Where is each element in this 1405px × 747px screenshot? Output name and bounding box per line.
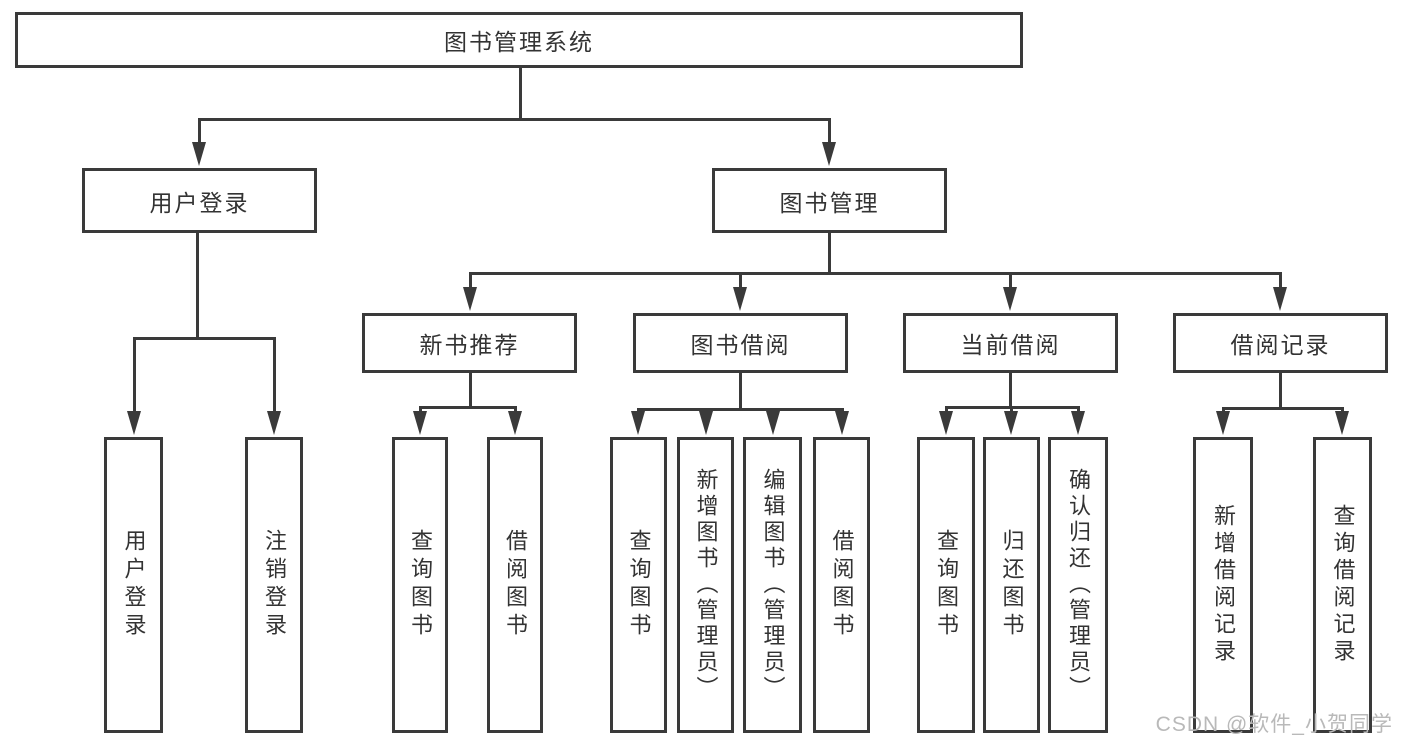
connector-line (132, 337, 136, 417)
leaf-borrow-books: 借阅图书 (813, 437, 870, 733)
arrowhead-down-icon (835, 411, 849, 435)
leaf-add-borrow-record: 新增借阅记录 (1193, 437, 1253, 733)
arrowhead-down-icon (1216, 411, 1230, 435)
leaf-query-books-current: 查询图书 (917, 437, 975, 733)
arrowhead-down-icon (508, 411, 522, 435)
connector-line (132, 337, 276, 340)
node-current-borrowing: 当前借阅 (903, 313, 1118, 373)
connector-line (418, 406, 517, 409)
connector-line (197, 118, 831, 121)
arrowhead-down-icon (766, 411, 780, 435)
connector-line (827, 233, 831, 275)
connector-line (195, 233, 199, 340)
leaf-query-books-recommend: 查询图书 (392, 437, 448, 733)
arrowhead-down-icon (192, 142, 206, 166)
csdn-watermark: CSDN @软件_小贺同学 (1155, 713, 1393, 736)
leaf-confirm-return-admin: 确认归还（管理员） (1048, 437, 1108, 733)
leaf-query-borrow-record: 查询借阅记录 (1313, 437, 1372, 733)
node-borrow-records: 借阅记录 (1173, 313, 1388, 373)
leaf-user-login: 用户登录 (104, 437, 163, 733)
connector-line (1278, 373, 1282, 410)
connector-line (468, 272, 1282, 275)
leaf-query-books-borrowing: 查询图书 (610, 437, 667, 733)
connector-line (738, 272, 742, 293)
arrowhead-down-icon (699, 411, 713, 435)
leaf-return-books: 归还图书 (983, 437, 1040, 733)
arrowhead-down-icon (733, 287, 747, 311)
connector-line (197, 118, 201, 148)
arrowhead-down-icon (939, 411, 953, 435)
connector-line (272, 337, 276, 417)
node-library-system: 图书管理系统 (15, 12, 1023, 68)
connector-line (468, 373, 472, 409)
arrowhead-down-icon (413, 411, 427, 435)
connector-line (1008, 373, 1012, 409)
arrowhead-down-icon (1273, 287, 1287, 311)
connector-line (738, 373, 742, 411)
leaf-edit-books-admin: 编辑图书（管理员） (743, 437, 802, 733)
arrowhead-down-icon (127, 411, 141, 435)
arrowhead-down-icon (1003, 287, 1017, 311)
connector-line (827, 118, 831, 148)
node-user-login: 用户登录 (82, 168, 317, 233)
arrowhead-down-icon (1071, 411, 1085, 435)
leaf-logout: 注销登录 (245, 437, 303, 733)
connector-line (1221, 407, 1344, 410)
connector-line (636, 408, 844, 411)
arrowhead-down-icon (267, 411, 281, 435)
connector-line (1008, 272, 1012, 293)
node-book-borrowing: 图书借阅 (633, 313, 848, 373)
arrowhead-down-icon (1335, 411, 1349, 435)
node-book-management: 图书管理 (712, 168, 947, 233)
arrowhead-down-icon (463, 287, 477, 311)
connector-line (468, 272, 472, 293)
leaf-borrow-books-recommend: 借阅图书 (487, 437, 543, 733)
leaf-add-books-admin: 新增图书（管理员） (677, 437, 734, 733)
connector-line (518, 68, 522, 121)
node-new-book-recommend: 新书推荐 (362, 313, 577, 373)
arrowhead-down-icon (1004, 411, 1018, 435)
arrowhead-down-icon (822, 142, 836, 166)
arrowhead-down-icon (631, 411, 645, 435)
connector-line (1278, 272, 1282, 293)
